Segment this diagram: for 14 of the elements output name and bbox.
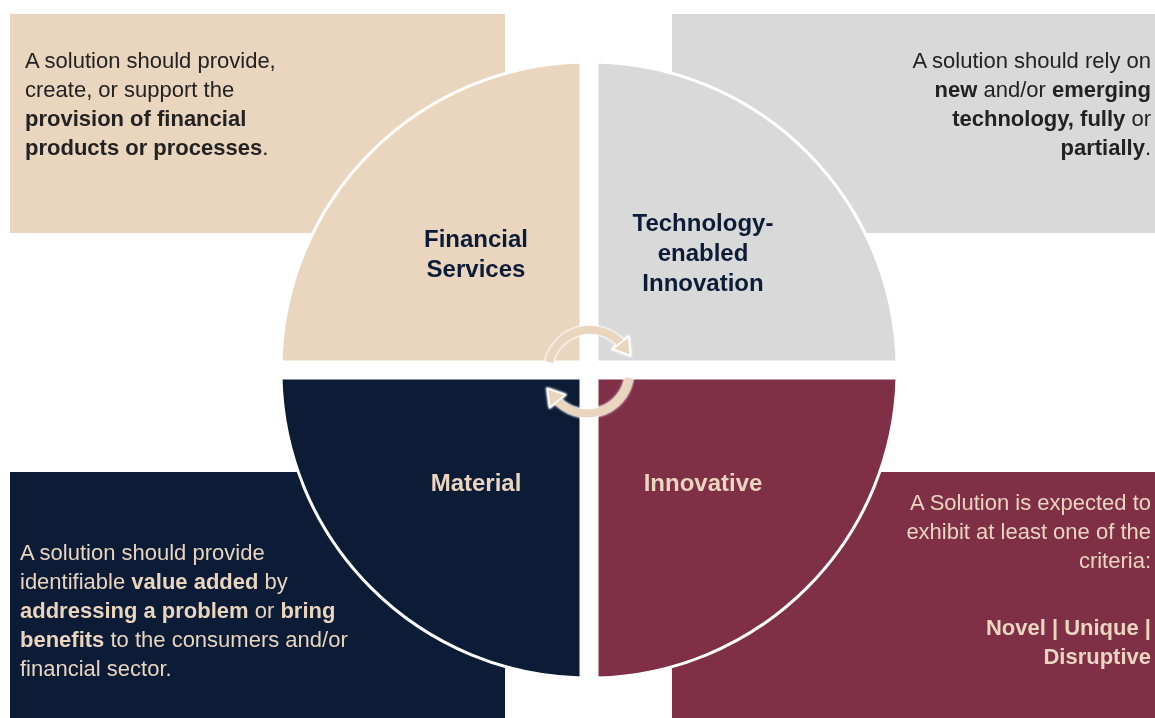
description-text: A solution should provide identifiable value added by addressing a problem or bring benefits to the consumers and/or financial sector. (20, 539, 349, 683)
quadrant-segment (597, 378, 897, 678)
quadrant-segment (281, 62, 581, 362)
description-text: A Solution is expected to exhibit at least one of the criteria: (905, 489, 1151, 575)
cycle-arrow (546, 377, 633, 418)
quadrant-title: Material (429, 468, 523, 498)
quadrant-title: Technology-enabled Innovation (631, 208, 775, 298)
cycle-arrow (545, 325, 632, 364)
quadrant-title: Financial Services (423, 224, 529, 284)
criteria-text: Novel | Unique | Disruptive (984, 614, 1151, 671)
description-text: A solution should rely on new and/or emerging technology, fully or partially. (911, 47, 1151, 162)
quadrant-title: Innovative (642, 468, 764, 498)
description-text: A solution should provide, create, or support the provision of financial products or processes. (25, 47, 277, 162)
quadrant-segment (597, 62, 897, 362)
